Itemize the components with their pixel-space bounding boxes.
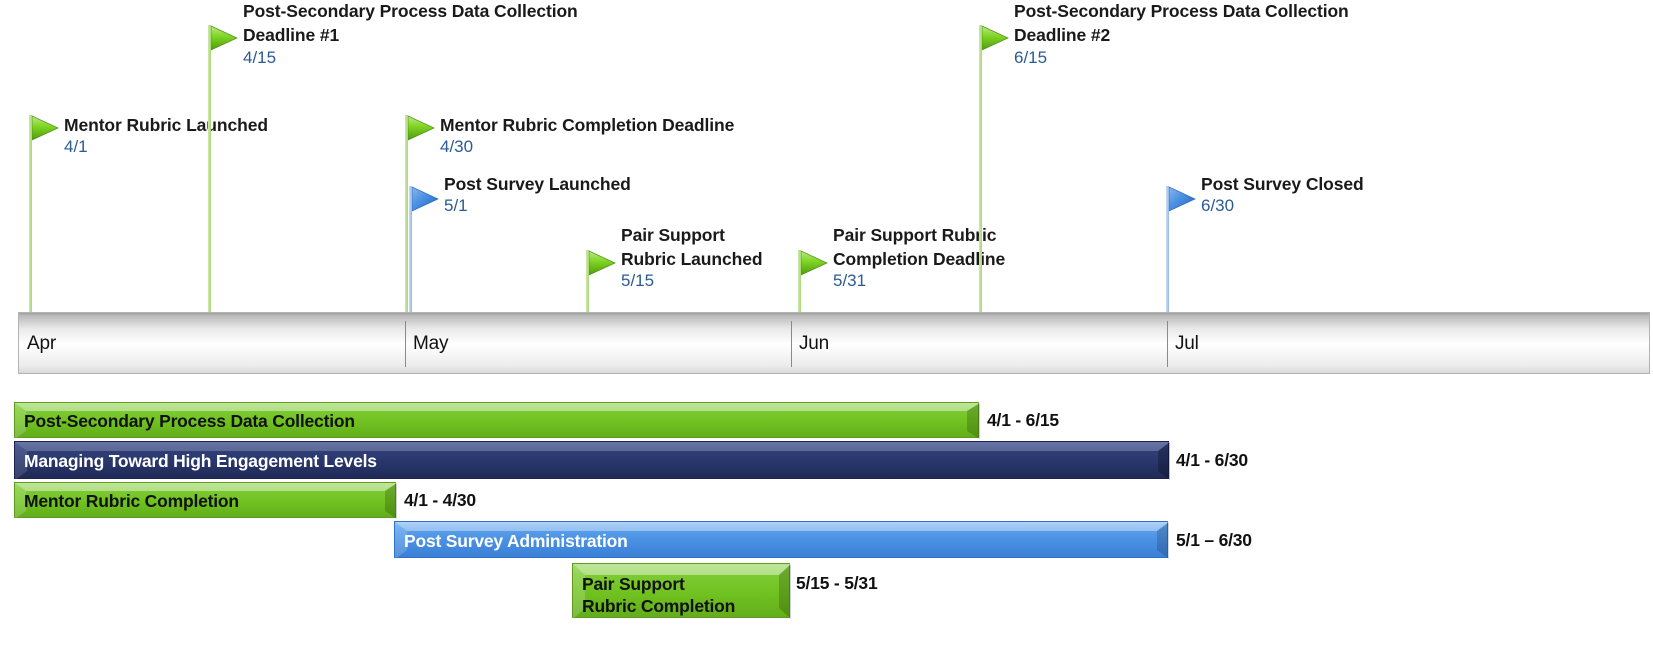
- milestone-date: 4/1: [64, 137, 88, 156]
- gantt-row[interactable]: Mentor Rubric Completion 4/1 - 4/30: [0, 482, 1653, 519]
- milestone-date: 4/15: [243, 48, 277, 67]
- milestone-label-line2: Completion Deadline: [833, 249, 1006, 269]
- gantt-bar-post-survey-administration[interactable]: Post Survey Administration: [394, 521, 1169, 559]
- milestone-label: Mentor Rubric Launched: [64, 115, 268, 135]
- milestone-pole: [29, 115, 32, 313]
- milestone-date: 6/15: [1014, 48, 1048, 67]
- axis-tick-jul: [1167, 321, 1168, 367]
- flag-icon-green: [589, 250, 616, 276]
- milestone-date: 5/15: [621, 271, 655, 290]
- gantt-bar-mentor-rubric-completion[interactable]: Mentor Rubric Completion: [14, 482, 397, 519]
- gantt-bars: Post-Secondary Process Data Collection 4…: [0, 390, 1653, 663]
- timeline-axis[interactable]: Apr May Jun Jul: [18, 312, 1650, 374]
- axis-tick-jun: [791, 321, 792, 367]
- gantt-row[interactable]: Post-Secondary Process Data Collection 4…: [0, 402, 1653, 439]
- gantt-bar-pair-support-rubric-completion[interactable]: Pair Support Rubric Completion: [572, 563, 791, 619]
- gantt-range-label: 5/1 – 6/30: [1176, 530, 1252, 550]
- flag-icon-blue: [1169, 186, 1196, 212]
- milestone-label: Post Survey Closed: [1201, 174, 1364, 194]
- gantt-range-label: 4/1 - 6/30: [1176, 450, 1248, 470]
- axis-month-jul: Jul: [1175, 333, 1199, 354]
- milestone-label-line1: Pair Support Rubric: [833, 225, 997, 245]
- bar-bevel: [573, 564, 791, 619]
- axis-month-jun: Jun: [799, 333, 830, 354]
- gantt-range-label: 4/1 - 6/15: [987, 410, 1059, 430]
- gantt-bar-label: Mentor Rubric Completion: [24, 491, 239, 511]
- gantt-bar-label-line2: Rubric Completion: [582, 596, 736, 616]
- flag-icon-green: [982, 25, 1009, 51]
- flag-icon-green: [801, 250, 828, 276]
- flag-icon-blue: [412, 186, 439, 212]
- milestone-pole: [1166, 186, 1169, 313]
- milestone-pole: [979, 25, 982, 313]
- gantt-bar-post-secondary-process-data-collection[interactable]: Post-Secondary Process Data Collection: [14, 402, 980, 439]
- gantt-bar-managing-toward-high-engagement-levels[interactable]: Managing Toward High Engagement Levels: [14, 441, 1170, 480]
- axis-month-may: May: [413, 333, 449, 354]
- axis-month-apr: Apr: [27, 333, 56, 354]
- gantt-bar-label: Post-Secondary Process Data Collection: [24, 411, 355, 431]
- flag-icon-green: [32, 115, 59, 141]
- bar-bevel: [395, 522, 1169, 559]
- bar-bevel: [15, 442, 1170, 480]
- axis-tick-may: [405, 321, 406, 367]
- milestone-label-line1: Pair Support: [621, 225, 725, 245]
- gantt-row[interactable]: Pair Support Rubric Completion 5/15 - 5/…: [0, 563, 1653, 619]
- milestone-pole: [798, 250, 801, 313]
- milestone-label-line1: Post-Secondary Process Data Collection: [1014, 1, 1349, 21]
- gantt-range-label: 4/1 - 4/30: [404, 490, 476, 510]
- milestone-label: Post Survey Launched: [444, 174, 631, 194]
- milestone-date: 5/1: [444, 196, 468, 215]
- milestone-label-line2: Deadline #2: [1014, 25, 1111, 45]
- milestone-label: Mentor Rubric Completion Deadline: [440, 115, 735, 135]
- milestone-pole: [409, 186, 412, 313]
- gantt-range-label: 5/15 - 5/31: [796, 573, 878, 593]
- gantt-bar-label: Post Survey Administration: [404, 531, 628, 551]
- milestone-pole: [208, 25, 211, 313]
- milestone-date: 4/30: [440, 137, 474, 156]
- milestone-pole: [586, 250, 589, 313]
- milestone-area: Mentor Rubric Launched 4/1 Post-Secondar…: [0, 0, 1653, 313]
- gantt-row[interactable]: Managing Toward High Engagement Levels 4…: [0, 441, 1653, 480]
- bar-bevel: [15, 403, 980, 439]
- milestone-date: 5/31: [833, 271, 867, 290]
- bar-bevel: [15, 483, 397, 519]
- flag-icon-green: [408, 115, 435, 141]
- milestone-label-line1: Post-Secondary Process Data Collection: [243, 1, 578, 21]
- milestone-pole: [405, 115, 408, 313]
- milestone-label-line2: Rubric Launched: [621, 249, 763, 269]
- gantt-row[interactable]: Post Survey Administration 5/1 – 6/30: [0, 521, 1653, 559]
- milestone-label-line2: Deadline #1: [243, 25, 340, 45]
- gantt-bar-label-line1: Pair Support: [582, 574, 685, 594]
- gantt-bar-label: Managing Toward High Engagement Levels: [24, 451, 377, 471]
- flag-icon-green: [211, 25, 238, 51]
- milestone-date: 6/30: [1201, 196, 1235, 215]
